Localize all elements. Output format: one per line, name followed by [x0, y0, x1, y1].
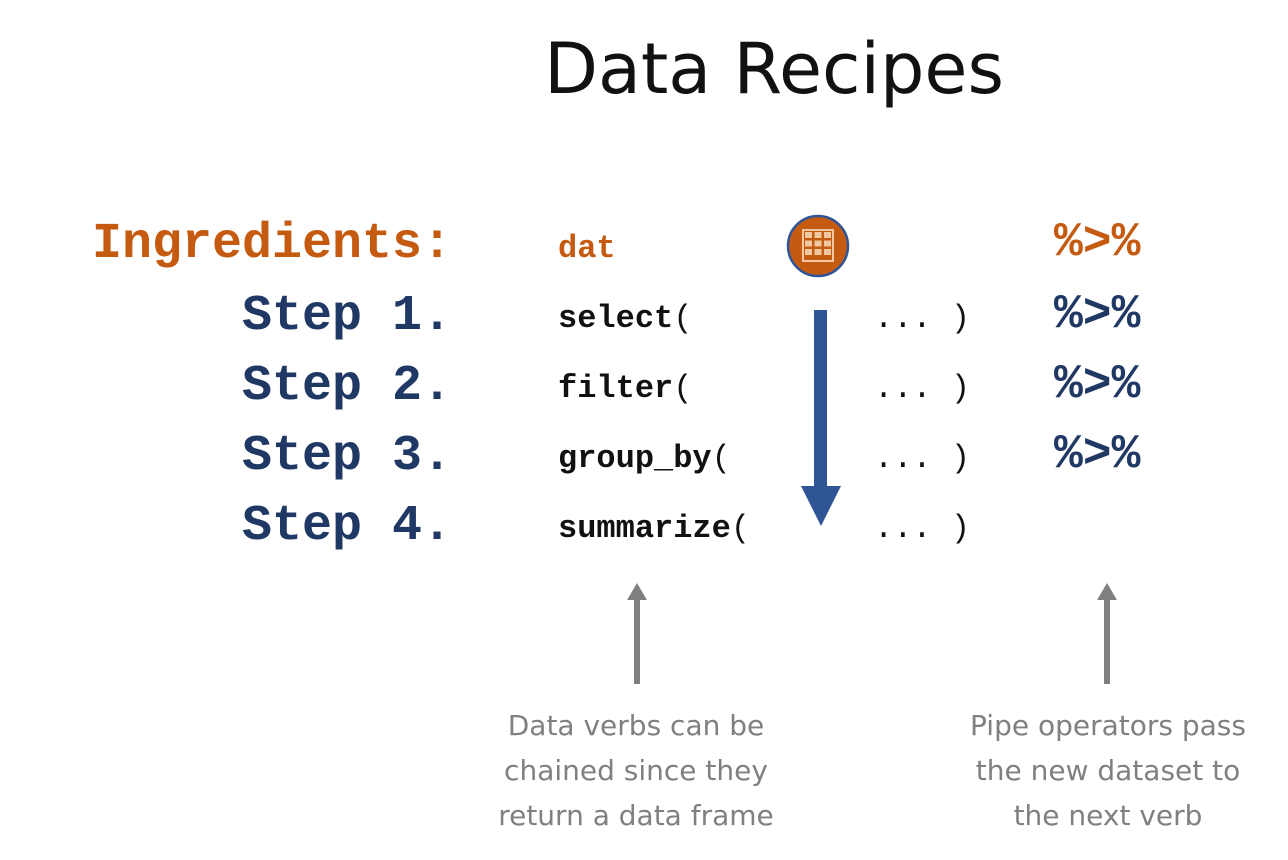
pipe-operator-step-2: %>%: [1054, 358, 1141, 412]
step-2-label: Step 2.: [241, 358, 452, 415]
verbs-caption-line: Data verbs can be: [507, 709, 765, 742]
verb-summarize-paren: (: [730, 510, 751, 547]
verbs-caption-line: return a data frame: [498, 799, 774, 832]
verb-select-name: select: [558, 300, 674, 337]
verb-filter-paren: (: [673, 370, 693, 407]
pipes-caption-line: the new dataset to: [975, 754, 1241, 787]
verb-filter: filter(: [558, 370, 692, 407]
verb-filter-name: filter: [558, 370, 674, 407]
verb-select-paren: (: [673, 300, 693, 337]
verb-group-by-paren: (: [711, 440, 731, 477]
slide-title: Data Recipes: [544, 28, 1004, 110]
step-3-label: Step 3.: [241, 428, 452, 485]
pipe-operator-ingredients: %>%: [1054, 216, 1141, 270]
group-by-args: ... ): [874, 440, 971, 477]
verb-summarize: summarize(: [558, 510, 750, 547]
verbs-caption-line: chained since they: [504, 754, 768, 787]
pipes-caption-line: the next verb: [1013, 799, 1203, 832]
table-grid-icon: [786, 214, 850, 278]
pipe-operator-step-1: %>%: [1054, 288, 1141, 342]
ingredients-label: Ingredients:: [91, 216, 452, 273]
verb-select: select(: [558, 300, 692, 337]
verb-group-by-name: group_by: [558, 440, 712, 477]
dataset-name: dat: [558, 230, 616, 267]
summarize-args: ... ): [874, 510, 971, 547]
verb-group-by: group_by(: [558, 440, 731, 477]
verb-summarize-name: summarize: [558, 510, 731, 547]
arrow-down-icon: [801, 310, 841, 526]
step-4-label: Step 4.: [241, 498, 452, 555]
pipe-operator-step-3: %>%: [1054, 428, 1141, 482]
filter-args: ... ): [874, 370, 971, 407]
select-args: ... ): [874, 300, 971, 337]
verbs-caption: Data verbs can be chained since they ret…: [466, 703, 806, 838]
step-1-label: Step 1.: [241, 288, 452, 345]
arrow-up-icon: [627, 583, 647, 684]
pipes-caption: Pipe operators pass the new dataset to t…: [940, 703, 1276, 838]
arrow-up-icon: [1097, 583, 1117, 684]
pipes-caption-line: Pipe operators pass: [970, 709, 1246, 742]
dataset-name-text: dat: [558, 230, 616, 267]
